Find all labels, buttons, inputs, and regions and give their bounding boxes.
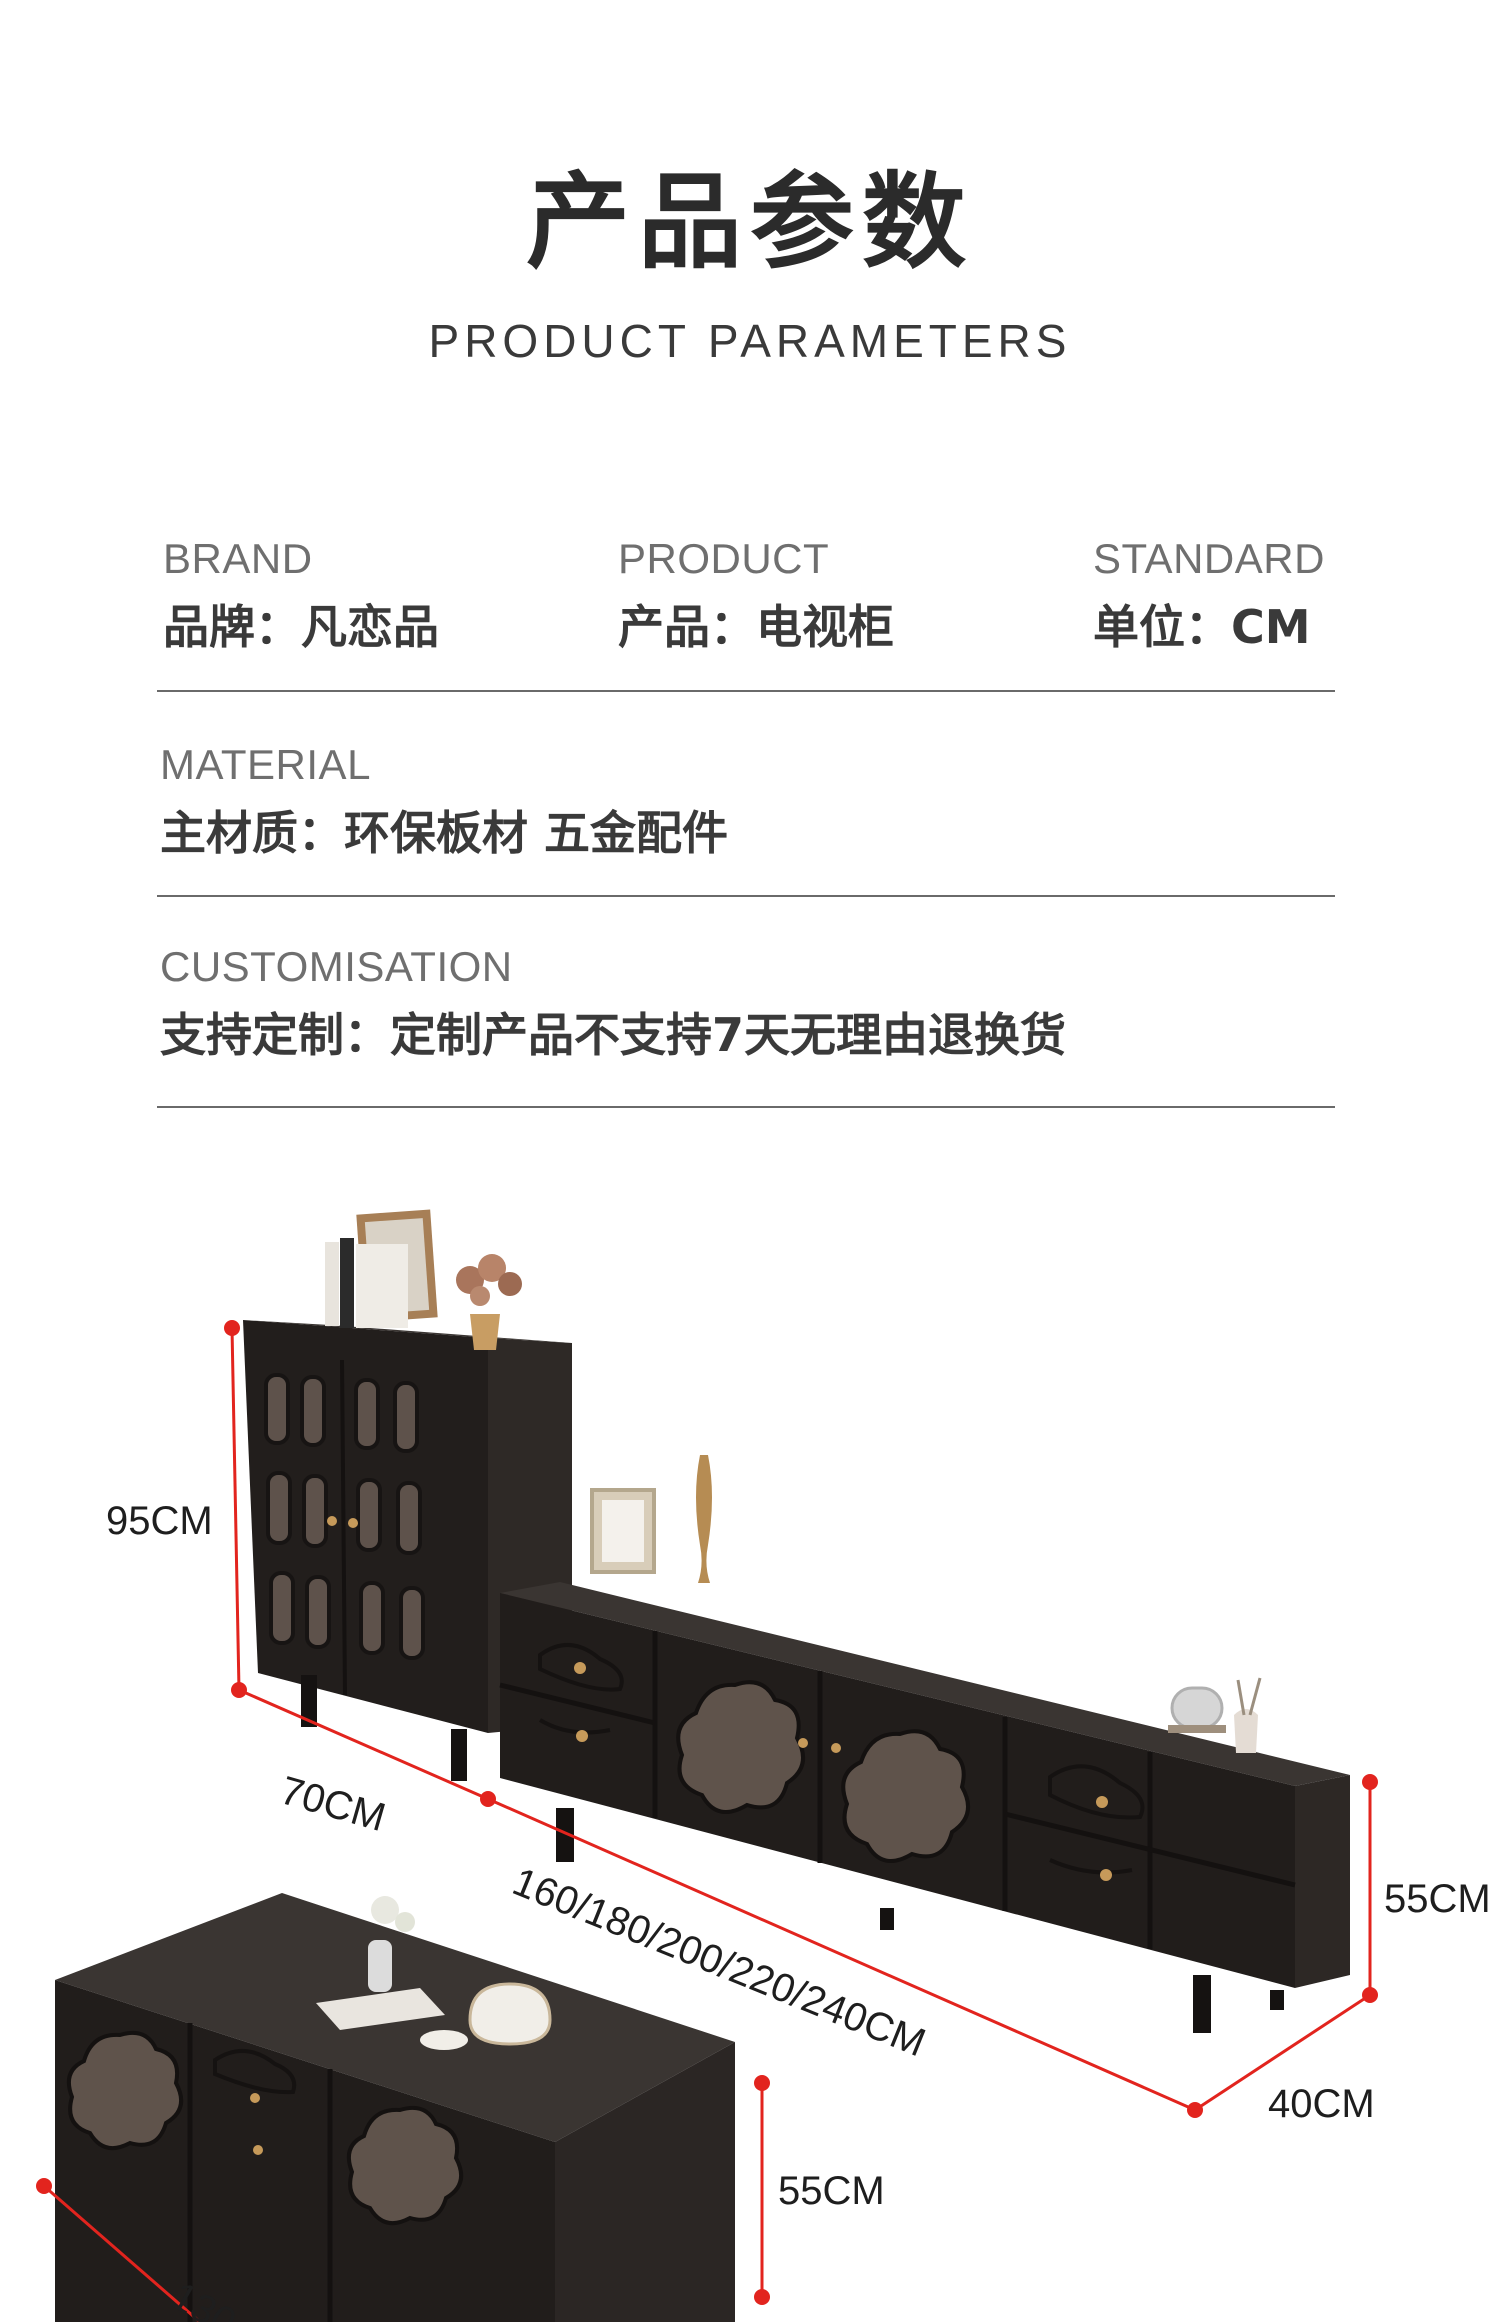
tv-cabinet-height-label: 55CM: [1384, 1877, 1491, 1921]
page-subtitle: PRODUCT PARAMETERS: [428, 315, 1072, 367]
tv-cabinet-depth-label: 40CM: [1268, 2082, 1375, 2126]
material-label: MATERIAL: [160, 741, 371, 788]
product-dimension-photo: 95CM 70CM 160/180/200/220/240CM 55CM 40C…: [0, 1180, 1500, 2322]
coffee-table-height-label: 55CM: [778, 2169, 885, 2213]
tv-cabinet: [499, 1455, 1350, 2033]
page-title: 产品参数: [525, 161, 974, 283]
customisation-value: 支持定制：定制产品不支持7天无理由退换货: [160, 1008, 1067, 1062]
coffee-table: [55, 1893, 735, 2322]
standard-value: 单位：CM: [1093, 600, 1311, 654]
customisation-label: CUSTOMISATION: [160, 943, 513, 990]
divider: [157, 690, 1335, 692]
side-cabinet-width-label: 70CM: [276, 1768, 391, 1840]
brand-label: BRAND: [163, 535, 313, 582]
divider: [157, 895, 1335, 897]
material-value: 主材质：环保板材 五金配件: [160, 806, 729, 860]
dimension-lines: [36, 1320, 1378, 2322]
standard-label: STANDARD: [1093, 535, 1325, 582]
divider: [157, 1106, 1335, 1108]
brand-value: 品牌：凡恋品: [163, 600, 439, 654]
product-label: PRODUCT: [618, 535, 830, 582]
side-cabinet: [243, 1209, 572, 1781]
product-value: 产品：电视柜: [618, 600, 894, 654]
side-cabinet-height-label: 95CM: [106, 1499, 213, 1543]
